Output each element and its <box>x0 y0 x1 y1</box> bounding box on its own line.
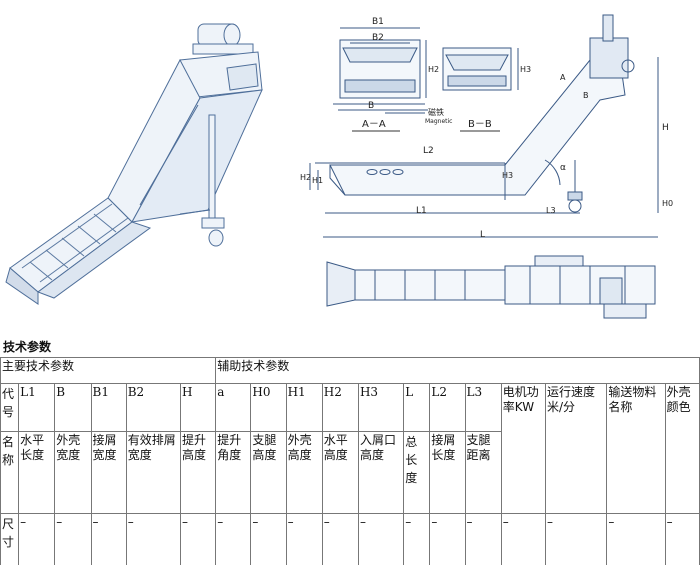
header-speed: 运行速度米/分 <box>544 383 608 514</box>
size-cell: – <box>179 513 217 565</box>
name-cell: 总长度 <box>405 435 418 485</box>
size-cell: – <box>464 513 502 565</box>
size-cell: – <box>285 513 323 565</box>
size-cell: – <box>606 513 666 565</box>
name-cell: 接屑长度 <box>429 431 466 514</box>
dim-l1-label: L1 <box>416 206 427 216</box>
dim-h2-section-label: H2 <box>428 65 439 74</box>
size-cell: – <box>90 513 127 565</box>
code-cell: B <box>54 383 92 432</box>
code-cell: L3 <box>464 383 502 432</box>
section-bb-label: B－B <box>468 119 492 130</box>
dim-a-label: A <box>560 73 566 82</box>
dim-h2-side-label: H2 <box>300 173 311 182</box>
dim-h0-label: H0 <box>662 199 673 208</box>
size-row: 尺寸 – – – – – – – – – – – – – – – – – <box>0 513 700 565</box>
code-cell: L <box>403 383 431 432</box>
name-cell: 入屑口高度 <box>357 431 405 514</box>
section-aa-label: A－A <box>362 119 386 130</box>
name-cell: 支腿高度 <box>250 431 287 514</box>
size-cell: – <box>544 513 608 565</box>
size-cell: – <box>215 513 252 565</box>
size-cell: – <box>321 513 359 565</box>
row-label-name: 名称 <box>2 435 15 467</box>
dim-l3-label: L3 <box>546 206 556 215</box>
code-cell: a <box>215 383 252 432</box>
size-cell: – <box>429 513 466 565</box>
name-row: 名称 水平长度 外壳宽度 接屑宽度 有效排屑宽度 提升高度 提升角度 支腿高度 … <box>0 431 700 514</box>
dim-h3-label: H3 <box>520 65 531 74</box>
dim-b1-label: B1 <box>372 17 384 27</box>
side-elevation-drawing <box>309 14 659 238</box>
size-cell: – <box>357 513 405 565</box>
dim-b-label: B <box>368 101 374 111</box>
group-aux-params: 辅助技术参数 <box>215 357 700 384</box>
dim-l-label: L <box>480 230 485 240</box>
size-cell: – <box>54 513 92 565</box>
dim-alpha-label: α <box>560 163 566 173</box>
name-cell: 外壳高度 <box>285 431 323 514</box>
dim-bmark-label: B <box>583 91 589 100</box>
dim-h1-label: H1 <box>312 176 323 185</box>
row-label-code: 代号 <box>2 387 15 419</box>
dim-h3-side-label: H3 <box>502 171 513 180</box>
dim-h-label: H <box>662 123 669 133</box>
section-bb-drawing <box>442 47 519 91</box>
code-cell: L1 <box>18 383 56 432</box>
name-cell: 接屑宽度 <box>90 431 127 514</box>
name-cell: 外壳宽度 <box>54 431 92 514</box>
size-cell: – <box>125 513 181 565</box>
size-cell: – <box>18 513 56 565</box>
dim-l2-label: L2 <box>423 146 434 156</box>
header-material-name: 输送物料名称 <box>606 383 666 514</box>
name-cell: 有效排屑宽度 <box>125 431 181 514</box>
code-cell: H3 <box>357 383 405 432</box>
row-label-size: 尺寸 <box>2 517 15 549</box>
code-cell: H <box>179 383 217 432</box>
isometric-conveyor <box>5 23 263 305</box>
section-title: 技术参数 <box>3 340 52 354</box>
code-cell: B2 <box>125 383 181 432</box>
size-cell: – <box>403 513 431 565</box>
code-cell: H2 <box>321 383 359 432</box>
size-cell: – <box>250 513 287 565</box>
header-motor-power: 电机功率KW <box>500 383 547 514</box>
magnet-label-en: Magnetic <box>425 118 452 125</box>
name-cell: 支腿距离 <box>464 431 502 514</box>
code-cell: L2 <box>429 383 466 432</box>
dim-b2-label: B2 <box>372 33 384 43</box>
header-shell-color: 外壳颜色 <box>664 383 700 514</box>
code-row: 代号 L1 B B1 B2 H a H0 H1 H2 H3 L L2 L3 电机… <box>0 383 700 514</box>
code-cell: B1 <box>90 383 127 432</box>
name-cell: 水平高度 <box>321 431 359 514</box>
parameters-table: 主要技术参数 辅助技术参数 代号 L1 B B1 B2 H a H0 H1 H2… <box>0 357 700 565</box>
group-header-row: 主要技术参数 辅助技术参数 <box>0 357 700 384</box>
magnet-label-cn: 磁铁 <box>428 107 444 117</box>
size-cell: – <box>664 513 700 565</box>
technical-drawing: B1 B2 B H2 H3 磁铁 Magnetic A－A B－B L2 <box>5 14 674 319</box>
name-cell: 水平长度 <box>18 431 56 514</box>
group-main-params: 主要技术参数 <box>0 357 217 384</box>
section-aa-drawing <box>333 27 428 114</box>
code-cell: H1 <box>285 383 323 432</box>
plan-view-drawing <box>326 255 656 319</box>
name-cell: 提升角度 <box>215 431 252 514</box>
code-cell: H0 <box>250 383 287 432</box>
name-cell: 提升高度 <box>179 431 217 514</box>
size-cell: – <box>500 513 547 565</box>
